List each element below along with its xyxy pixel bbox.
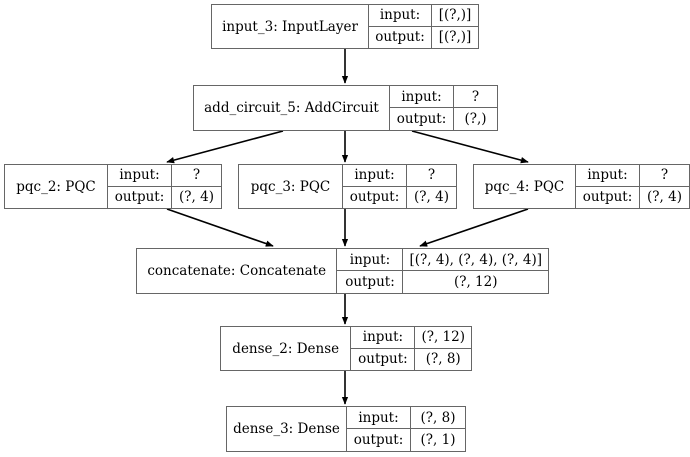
node-pqc_2-output-row: output: (?, 4) <box>108 186 221 208</box>
node-dense_2-input-shape: (?, 12) <box>421 329 465 346</box>
node-dense_2-output-shape: (?, 8) <box>425 351 461 368</box>
node-dense_2-output-row: output: (?, 8) <box>351 348 471 370</box>
node-add_circuit_5[interactable]: add_circuit_5: AddCircuit input: ? outpu… <box>193 85 498 131</box>
node-dense_3-label: dense_3: Dense <box>227 407 347 451</box>
node-concatenate-label: concatenate: Concatenate <box>137 249 338 293</box>
node-pqc_2[interactable]: pqc_2: PQC input: ? output: (?, 4) <box>4 164 222 209</box>
node-dense_2-input-row: input: (?, 12) <box>351 327 471 349</box>
node-input_3-label: input_3: InputLayer <box>212 5 369 48</box>
output-label: output: <box>343 186 407 208</box>
node-add_circuit_5-label: add_circuit_5: AddCircuit <box>194 86 390 130</box>
input-label: input: <box>390 86 454 107</box>
output-label: output: <box>337 271 404 293</box>
output-label: output: <box>576 186 640 208</box>
node-input_3[interactable]: input_3: InputLayer input: [(?,)] output… <box>211 4 479 49</box>
edge-addcircuit-to-pqc4 <box>411 130 529 164</box>
input-label: input: <box>343 165 407 186</box>
node-dense_3-output-row: output: (?, 1) <box>347 429 465 451</box>
node-pqc_4-label: pqc_4: PQC <box>474 165 576 208</box>
node-input_3-output-shape: [(?,)] <box>438 29 472 46</box>
node-pqc_4-input-row: input: ? <box>576 165 689 187</box>
node-pqc_4-io-table: input: ? output: (?, 4) <box>576 165 689 208</box>
node-pqc_3-output-row: output: (?, 4) <box>343 186 456 208</box>
node-dense_2-io-table: input: (?, 12) output: (?, 8) <box>351 327 471 370</box>
node-concatenate-input-shape: [(?, 4), (?, 4), (?, 4)] <box>409 251 542 268</box>
node-dense_2-label: dense_2: Dense <box>221 327 352 370</box>
input-label: input: <box>347 407 411 428</box>
node-pqc_3-io-table: input: ? output: (?, 4) <box>343 165 456 208</box>
output-label: output: <box>390 108 454 130</box>
edge-pqc4-to-concatenate <box>419 208 529 247</box>
node-dense_3-output-shape: (?, 1) <box>420 432 456 448</box>
node-pqc_4-input-shape: ? <box>660 167 669 184</box>
output-label: output: <box>108 186 172 208</box>
node-add_circuit_5-input-row: input: ? <box>390 86 497 108</box>
node-concatenate-input-row: input: [(?, 4), (?, 4), (?, 4)] <box>337 249 548 271</box>
node-dense_3-io-table: input: (?, 8) output: (?, 1) <box>347 407 465 451</box>
node-pqc_2-io-table: input: ? output: (?, 4) <box>108 165 221 208</box>
node-pqc_3[interactable]: pqc_3: PQC input: ? output: (?, 4) <box>238 164 457 209</box>
output-label: output: <box>347 429 411 451</box>
node-dense_3-input-shape: (?, 8) <box>420 409 456 426</box>
output-label: output: <box>369 26 432 48</box>
input-label: input: <box>369 5 432 26</box>
node-add_circuit_5-output-row: output: (?,) <box>390 108 497 130</box>
node-pqc_3-input-shape: ? <box>427 167 436 184</box>
node-pqc_3-output-shape: (?, 4) <box>414 189 449 206</box>
edge-pqc2-to-concatenate <box>166 208 274 247</box>
node-pqc_3-input-row: input: ? <box>343 165 456 187</box>
node-pqc_2-input-row: input: ? <box>108 165 221 187</box>
node-pqc_2-output-shape: (?, 4) <box>179 189 214 206</box>
node-input_3-input-row: input: [(?,)] <box>369 5 478 27</box>
node-pqc_4[interactable]: pqc_4: PQC input: ? output: (?, 4) <box>473 164 690 209</box>
node-pqc_2-input-shape: ? <box>192 167 201 184</box>
edge-addcircuit-to-pqc2 <box>166 130 284 164</box>
node-add_circuit_5-input-shape: ? <box>471 88 480 105</box>
node-concatenate-output-row: output: (?, 12) <box>337 271 548 293</box>
node-dense_3[interactable]: dense_3: Dense input: (?, 8) output: (?,… <box>226 406 466 452</box>
node-concatenate[interactable]: concatenate: Concatenate input: [(?, 4),… <box>136 248 549 294</box>
node-add_circuit_5-output-shape: (?,) <box>464 111 487 127</box>
node-input_3-io-table: input: [(?,)] output: [(?,)] <box>369 5 478 48</box>
node-dense_2[interactable]: dense_2: Dense input: (?, 12) output: (?… <box>220 326 472 371</box>
input-label: input: <box>351 327 416 348</box>
node-pqc_2-label: pqc_2: PQC <box>5 165 108 208</box>
output-label: output: <box>351 348 416 370</box>
node-input_3-output-row: output: [(?,)] <box>369 26 478 48</box>
node-add_circuit_5-io-table: input: ? output: (?,) <box>390 86 497 130</box>
node-dense_3-input-row: input: (?, 8) <box>347 407 465 429</box>
input-label: input: <box>337 249 404 270</box>
node-input_3-input-shape: [(?,)] <box>438 7 472 24</box>
node-concatenate-io-table: input: [(?, 4), (?, 4), (?, 4)] output: … <box>337 249 548 293</box>
node-pqc_3-label: pqc_3: PQC <box>239 165 343 208</box>
input-label: input: <box>576 165 640 186</box>
node-pqc_4-output-shape: (?, 4) <box>647 189 682 206</box>
node-concatenate-output-shape: (?, 12) <box>453 274 498 290</box>
input-label: input: <box>108 165 172 186</box>
node-pqc_4-output-row: output: (?, 4) <box>576 186 689 208</box>
